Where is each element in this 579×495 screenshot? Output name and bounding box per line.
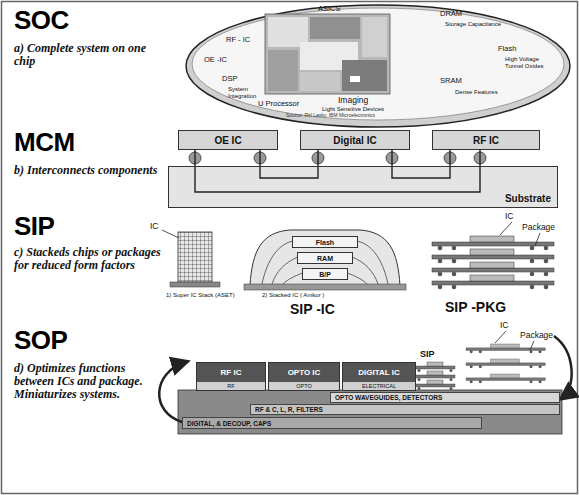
block-label: Flash (498, 45, 516, 53)
block-label: Imaging (338, 96, 368, 105)
part-label: Package (522, 223, 555, 232)
block-label: OE -IC (204, 56, 227, 64)
ic-box: OE IC (178, 130, 278, 150)
node-text: Flash (316, 239, 334, 246)
part-label: IC (150, 222, 159, 231)
node-text: Substrate (505, 193, 551, 204)
node-text: OPTO WAVEGUIDES, DETECTORS (335, 394, 442, 401)
interconnect-wire (392, 150, 450, 178)
section-title: SOC (14, 6, 69, 35)
block-label: ASICS (318, 5, 341, 13)
figure-title: SIP -IC (290, 302, 335, 317)
stacked-chip: B/P (302, 268, 348, 280)
node-text: OE IC (214, 135, 241, 146)
block-label: RF - IC (226, 36, 250, 44)
node-subtext: RF (197, 382, 265, 390)
figure-title: SIP -PKG (445, 300, 506, 315)
package-layer: RF & C, L, R, FILTERS (250, 404, 560, 415)
node-text: Digital IC (333, 135, 376, 146)
section-description: a) Complete system on one chip (14, 42, 164, 68)
package-layer: OPTO WAVEGUIDES, DETECTORS (330, 392, 560, 403)
node-text: RF IC (473, 135, 499, 146)
package-layer: DIGITAL, & DECOUP, CAPS (182, 417, 482, 429)
block-label: DSP (222, 75, 237, 83)
node-text: DIGITAL IC (343, 363, 415, 382)
source-note: Source: Rkl Lasky, IBM Microelectronics (286, 113, 375, 119)
node-text: RAM (317, 255, 333, 262)
ic-box: Digital IC (300, 130, 410, 150)
ic-box: DIGITAL ICELECTRICAL (342, 362, 416, 391)
interconnect-wire (195, 150, 480, 192)
block-note: Light Sensitive Devices (322, 106, 384, 113)
node-text: B/P (319, 271, 331, 278)
part-label: IC (500, 321, 509, 330)
part-label: Package (520, 331, 553, 340)
ic-box: OPTO ICOPTO (268, 362, 340, 391)
part-caption: 2) Stacked IC ( Amkor ) (262, 292, 324, 299)
node-text: DIGITAL, & DECOUP, CAPS (187, 420, 271, 427)
section-description: c) Stackeds chips or packages for reduce… (14, 246, 164, 272)
stacked-chip: RAM (297, 252, 353, 264)
section-description: b) Interconnects components (14, 164, 169, 177)
ic-box: RF IC (432, 130, 540, 150)
part-caption: 1) Super IC Stack (ASET) (166, 292, 235, 299)
block-label: DRAM (440, 10, 462, 18)
section-title: MCM (14, 128, 75, 157)
block-note: Storage Capacitance (445, 21, 503, 28)
section-title: SOP (14, 326, 67, 355)
node-subtext: OPTO (269, 382, 339, 390)
block-note: System Integration (228, 86, 278, 99)
block-label: SRAM (440, 77, 462, 85)
block-label: U Processor (258, 100, 299, 108)
section-title: SIP (14, 212, 54, 241)
node-text: RF IC (197, 363, 265, 382)
interconnect-wire (260, 150, 318, 178)
substrate-box: Substrate (168, 166, 558, 208)
node-subtext: ELECTRICAL (343, 382, 415, 390)
node-text: RF & C, L, R, FILTERS (255, 406, 323, 413)
section-description: d) Optimizes functions between ICs and p… (14, 362, 164, 402)
block-note: Dense Features (455, 89, 498, 96)
ic-box: RF ICRF (196, 362, 266, 391)
node-text: OPTO IC (269, 363, 339, 382)
part-label: IC (505, 212, 514, 221)
part-label: SIP (420, 350, 435, 360)
block-note: High Voltage Tunnel Oxides (505, 56, 555, 69)
stacked-chip: Flash (292, 236, 358, 248)
